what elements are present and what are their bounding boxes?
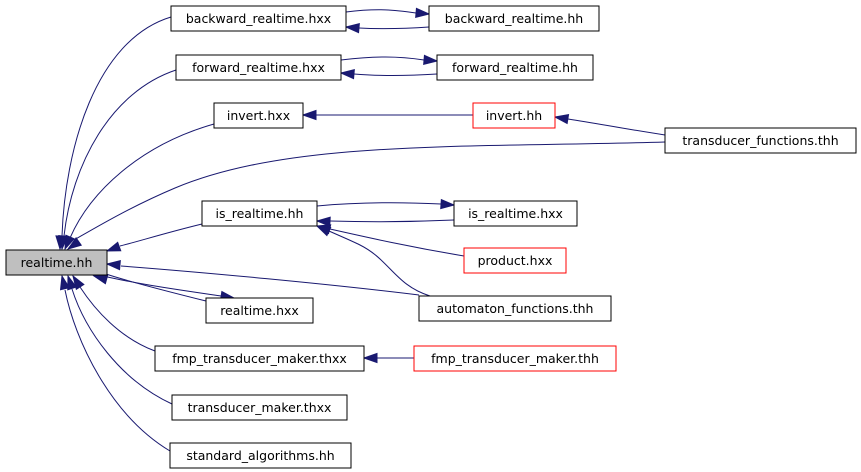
arrowhead-icon	[415, 7, 431, 19]
arrowhead-icon	[553, 113, 570, 125]
edge-is_realtime_hh-to-is_realtime_hxx	[316, 198, 456, 210]
edge-transducer_maker_thxx-to-realtime_hh	[67, 274, 173, 405]
node-backward-realtime-hxx[interactable]: backward_realtime.hxx	[170, 5, 347, 32]
edge-line	[64, 289, 171, 452]
edge-line	[94, 273, 222, 297]
node-label: backward_realtime.hh	[445, 11, 583, 26]
arrowhead-icon	[105, 241, 122, 252]
node-label: automaton_functions.thh	[437, 301, 594, 316]
edge-forward_realtime_hh-to-forward_realtime_hxx	[339, 68, 438, 80]
node-forward-realtime-hh[interactable]: forward_realtime.hh	[436, 54, 594, 81]
edges-layer	[55, 7, 666, 452]
node-realtime-hh[interactable]: realtime.hh	[5, 249, 108, 276]
edge-backward_realtime_hh-to-backward_realtime_hxx	[344, 22, 430, 34]
edge-line	[358, 26, 430, 30]
edge-realtime_hh-to-realtime_hxx	[94, 273, 236, 302]
node-label: forward_realtime.hh	[452, 60, 578, 75]
arrowhead-icon	[59, 274, 71, 291]
node-is-realtime-hh[interactable]: is_realtime.hh	[201, 200, 318, 227]
edge-line	[328, 230, 431, 297]
node-fmp-transducer-maker-thh[interactable]: fmp_transducer_maker.thh	[413, 345, 617, 372]
arrowhead-icon	[67, 274, 78, 291]
edge-transducer_functions_thh-to-invert_hh	[553, 113, 666, 136]
edge-line	[120, 265, 420, 296]
node-standard-algorithms-hh[interactable]: standard_algorithms.hh	[169, 442, 352, 469]
arrowhead-icon	[315, 216, 331, 227]
node-label: standard_algorithms.hh	[186, 448, 334, 463]
node-invert-hh[interactable]: invert.hh	[472, 102, 556, 129]
node-transducer-functions-thh[interactable]: transducer_functions.thh	[664, 127, 857, 154]
node-label: is_realtime.hxx	[468, 206, 563, 221]
arrowhead-icon	[315, 225, 332, 237]
edge-line	[63, 69, 177, 237]
arrowhead-icon	[64, 234, 76, 251]
node-invert-hxx[interactable]: invert.hxx	[213, 102, 304, 129]
arrowhead-icon	[362, 352, 378, 364]
edge-line	[119, 223, 203, 247]
edge-line	[353, 73, 438, 76]
arrowhead-icon	[440, 198, 456, 210]
node-label: fmp_transducer_maker.thh	[431, 351, 599, 366]
node-label: product.hxx	[478, 253, 553, 268]
edge-line	[567, 118, 666, 136]
edge-product_hxx-to-is_realtime_hh	[315, 224, 465, 257]
node-backward-realtime-hh[interactable]: backward_realtime.hh	[428, 5, 600, 32]
edge-line	[71, 288, 173, 405]
edge-line	[345, 9, 417, 14]
node-is-realtime-hxx[interactable]: is_realtime.hxx	[453, 200, 578, 227]
node-label: backward_realtime.hxx	[186, 11, 331, 26]
edge-standard_algorithms_hh-to-realtime_hh	[59, 274, 171, 452]
edge-line	[105, 273, 207, 302]
edge-line	[61, 16, 172, 237]
node-label: is_realtime.hh	[216, 206, 304, 221]
arrowhead-icon	[344, 22, 360, 34]
edge-backward_realtime_hxx-to-backward_realtime_hh	[345, 7, 431, 19]
node-realtime-hxx[interactable]: realtime.hxx	[205, 297, 314, 324]
node-label: transducer_functions.thh	[682, 133, 838, 148]
node-automaton-functions-thh[interactable]: automaton_functions.thh	[418, 295, 612, 322]
edge-line	[316, 202, 442, 207]
arrowhead-icon	[301, 109, 317, 121]
node-label: invert.hxx	[227, 108, 290, 123]
edge-automaton_functions_thh-to-realtime_hh	[105, 259, 420, 296]
edge-is_realtime_hh-to-realtime_hh	[105, 223, 203, 252]
node-product-hxx[interactable]: product.hxx	[463, 247, 567, 274]
arrowhead-icon	[339, 68, 355, 80]
edge-forward_realtime_hxx-to-realtime_hh	[58, 69, 177, 251]
edge-line	[73, 141, 666, 241]
nodes-layer: realtime.hh backward_realtime.hxx backwa…	[5, 5, 857, 469]
edge-line	[329, 219, 455, 223]
edge-forward_realtime_hxx-to-forward_realtime_hh	[340, 54, 439, 66]
edge-invert_hxx-to-realtime_hh	[64, 123, 215, 251]
node-forward-realtime-hxx[interactable]: forward_realtime.hxx	[175, 54, 342, 81]
arrowhead-icon	[423, 54, 439, 66]
node-label: realtime.hh	[21, 255, 93, 270]
edge-fmp_transducer_maker_thxx-to-realtime_hh	[72, 274, 156, 352]
edge-is_realtime_hxx-to-is_realtime_hh	[315, 216, 455, 227]
edge-line	[69, 123, 215, 239]
edge-line	[329, 228, 465, 257]
node-label: forward_realtime.hxx	[192, 60, 325, 75]
node-label: transducer_maker.thxx	[188, 400, 332, 415]
arrowhead-icon	[66, 236, 83, 250]
arrowhead-icon	[105, 259, 121, 271]
edge-backward_realtime_hxx-to-realtime_hh	[55, 16, 172, 251]
node-transducer-maker-thxx[interactable]: transducer_maker.thxx	[171, 394, 348, 421]
edge-line	[340, 56, 425, 61]
edge-fmp_transducer_maker_thh-to-fmp_transducer_maker_thxx	[362, 352, 414, 364]
node-label: fmp_transducer_maker.thxx	[172, 351, 347, 366]
edge-automaton_functions_thh-to-is_realtime_hh	[315, 225, 431, 297]
node-label: realtime.hxx	[220, 303, 299, 318]
node-label: invert.hh	[486, 108, 542, 123]
edge-transducer_functions_thh-to-realtime_hh	[66, 141, 666, 250]
node-fmp-transducer-maker-thxx[interactable]: fmp_transducer_maker.thxx	[154, 345, 365, 372]
edge-invert_hh-to-invert_hxx	[301, 109, 473, 121]
edge-line	[79, 286, 156, 352]
